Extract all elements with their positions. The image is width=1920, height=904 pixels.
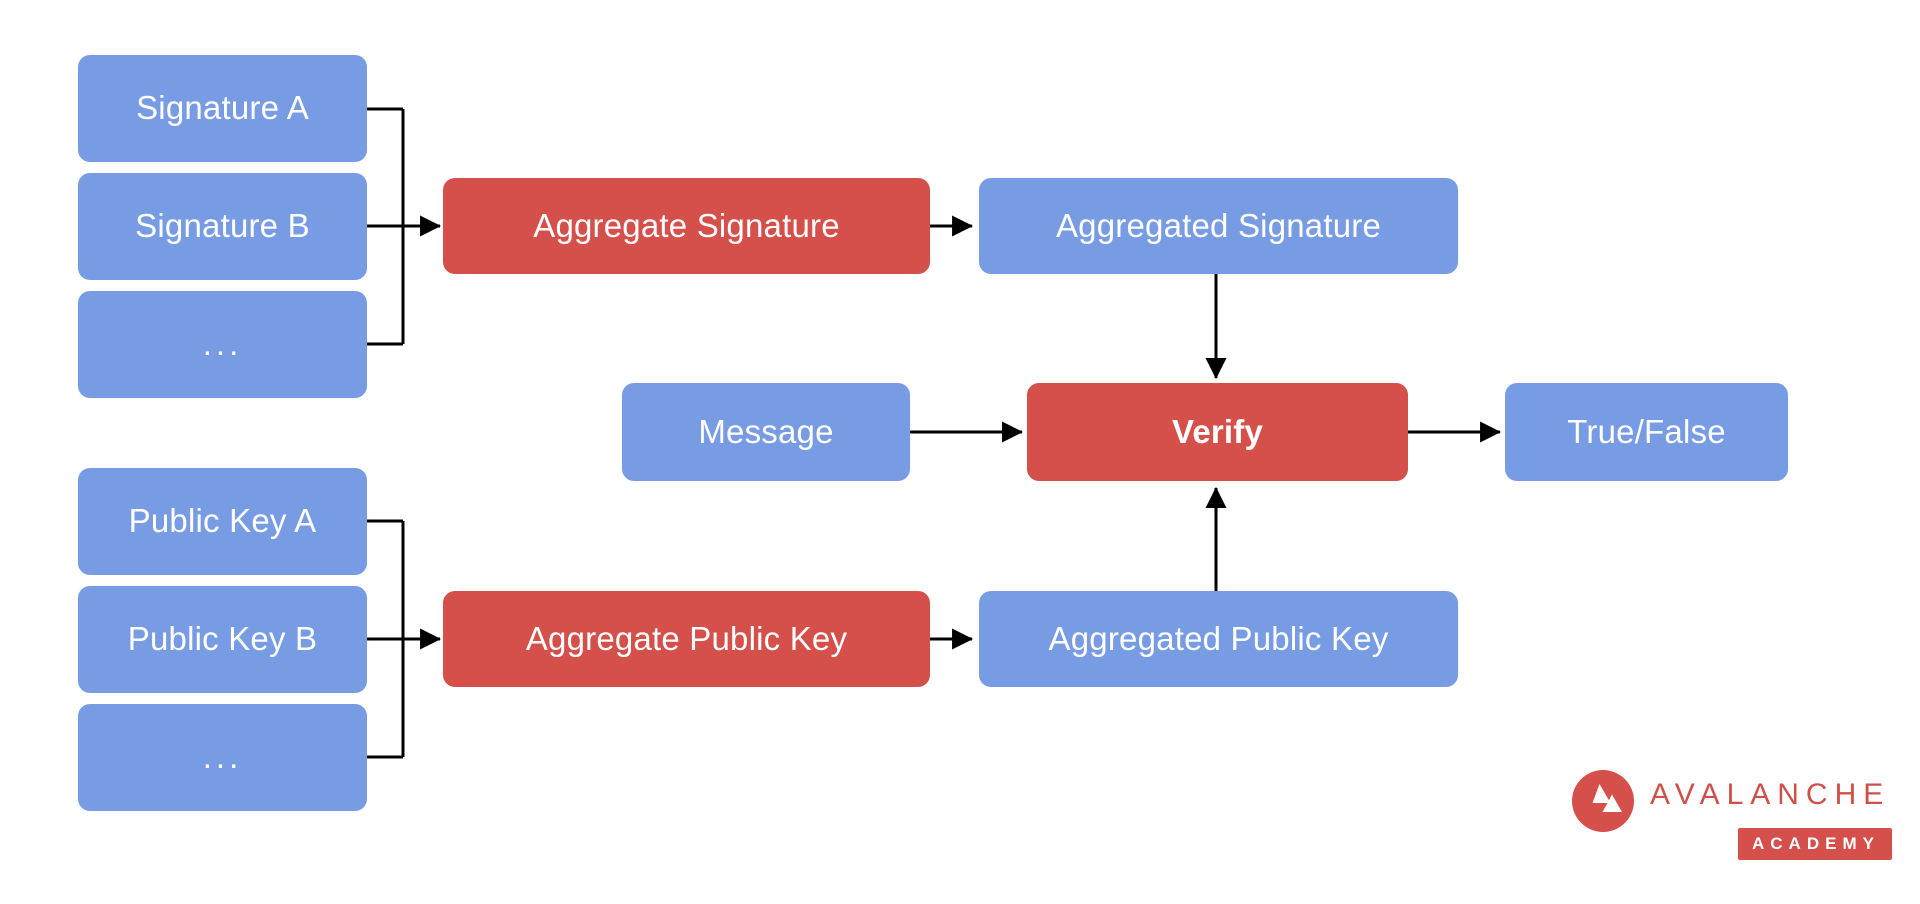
avalanche-wordmark: AVALANCHE	[1650, 778, 1891, 811]
node-public-key-a[interactable]: Public Key A	[78, 468, 367, 575]
node-message[interactable]: Message	[622, 383, 910, 481]
node-public-key-b[interactable]: Public Key B	[78, 586, 367, 693]
node-aggregate-public-key[interactable]: Aggregate Public Key	[443, 591, 930, 687]
node-true-false[interactable]: True/False	[1505, 383, 1788, 481]
node-aggregate-signature[interactable]: Aggregate Signature	[443, 178, 930, 274]
node-verify[interactable]: Verify	[1027, 383, 1408, 481]
node-signature-b[interactable]: Signature B	[78, 173, 367, 280]
avalanche-academy-logo: AVALANCHE ACADEMY	[1572, 770, 1892, 860]
avalanche-mark-icon	[1572, 770, 1634, 832]
node-public-key-more[interactable]: ...	[78, 704, 367, 811]
node-signature-a[interactable]: Signature A	[78, 55, 367, 162]
academy-badge-label: ACADEMY	[1752, 834, 1880, 853]
node-aggregated-public-key[interactable]: Aggregated Public Key	[979, 591, 1458, 687]
node-aggregated-signature[interactable]: Aggregated Signature	[979, 178, 1458, 274]
node-signature-more[interactable]: ...	[78, 291, 367, 398]
academy-badge: ACADEMY	[1738, 828, 1892, 860]
edge-signatures-bracket	[367, 107, 405, 346]
edge-public-keys-bracket	[367, 519, 405, 759]
